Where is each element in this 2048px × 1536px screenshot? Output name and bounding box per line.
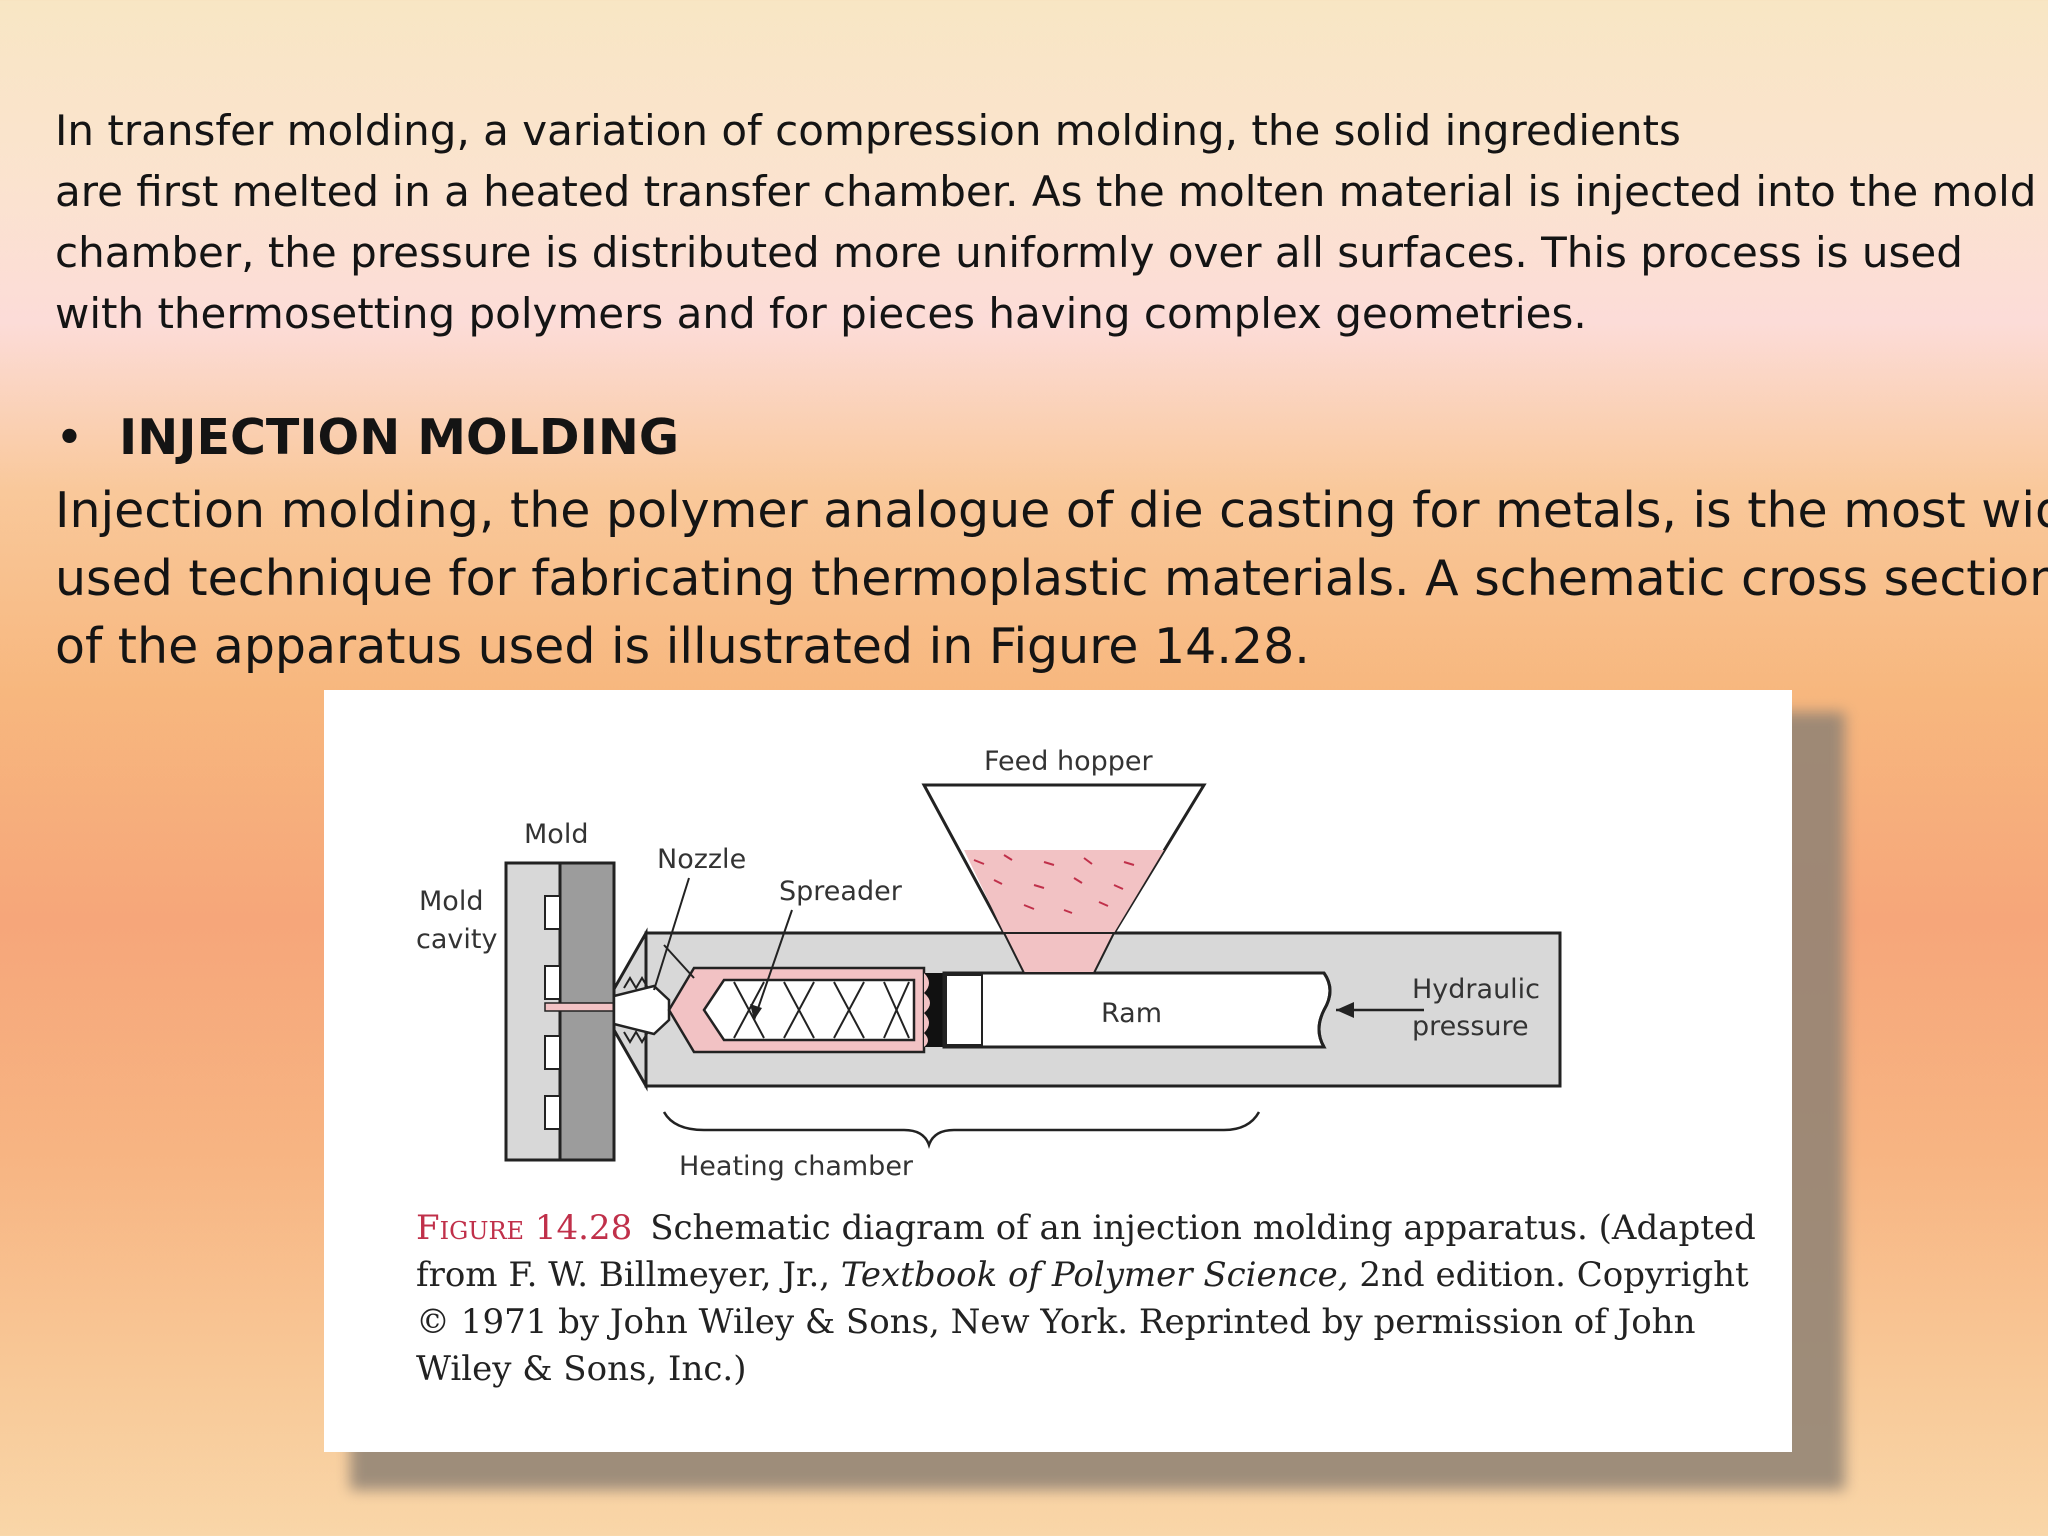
nozzle <box>612 984 671 1036</box>
intro-line: are first melted in a heated transfer ch… <box>55 167 2037 216</box>
intro-line: In transfer molding, a variation of comp… <box>55 106 1681 155</box>
hydraulic-arrow-head <box>1336 1002 1354 1018</box>
sprue-channel <box>544 1002 624 1012</box>
intro-line: chamber, the pressure is distributed mor… <box>55 228 1963 277</box>
nozzle-heater <box>623 976 649 990</box>
spreader-pattern <box>733 981 910 1039</box>
mold-cavity <box>544 1095 561 1130</box>
caption-text-1: Schematic diagram of an injection moldin… <box>416 1208 1756 1295</box>
label-heating-chamber: Heating chamber <box>679 1151 914 1182</box>
ram-break <box>1317 972 1332 1048</box>
label-spreader: Spreader <box>779 876 903 907</box>
mold-cavity <box>544 1035 561 1070</box>
label-feed-hopper: Feed hopper <box>984 746 1154 777</box>
mold-cavity <box>544 965 561 1000</box>
label-hydraulic-2: pressure <box>1412 1011 1529 1042</box>
label-mold: Mold <box>524 819 588 850</box>
body-line: of the apparatus used is illustrated in … <box>55 618 1310 675</box>
hopper-material <box>964 850 1164 933</box>
label-mold-cavity-2: cavity <box>416 924 497 955</box>
ram-face <box>945 974 983 1046</box>
heating-chamber-brace <box>662 1111 1261 1149</box>
label-nozzle: Nozzle <box>657 844 746 875</box>
hopper-granules <box>973 854 1135 914</box>
caption-book-title: Textbook of Polymer Science, <box>840 1255 1349 1295</box>
intro-paragraph: In transfer molding, a variation of comp… <box>55 100 2037 344</box>
mold-cavity-leader <box>663 944 695 979</box>
injection-molding-diagram: Feed hopper Mold Nozzle Spreader Mold ca… <box>416 746 1562 1182</box>
spreader-leader <box>753 909 793 1021</box>
intro-line: with thermosetting polymers and for piec… <box>55 289 1587 338</box>
body-paragraph: Injection molding, the polymer analogue … <box>55 477 2048 681</box>
body-line: used technique for fabricating thermopla… <box>55 550 2048 607</box>
bullet-icon: • <box>55 409 84 466</box>
caption-number: Figure 14.28 <box>416 1208 633 1248</box>
label-hydraulic-1: Hydraulic <box>1412 974 1540 1005</box>
label-mold-cavity-1: Mold <box>419 886 483 917</box>
granule-edge <box>924 973 930 1047</box>
spreader <box>702 978 916 1042</box>
body-line: Injection molding, the polymer analogue … <box>55 482 2048 539</box>
caption-text-2: 2nd edition. Copyright © 1971 by John Wi… <box>416 1255 1749 1389</box>
section-heading: • INJECTION MOLDING <box>55 408 679 468</box>
hopper-throat <box>1002 932 1116 974</box>
spreader-arrow <box>750 1004 762 1020</box>
nozzle-heater <box>623 1030 649 1044</box>
figure-panel: Feed hopper Mold Nozzle Spreader Mold ca… <box>324 690 1792 1452</box>
heading-text: INJECTION MOLDING <box>119 409 680 466</box>
granules <box>924 973 944 1047</box>
nozzle-leader <box>653 877 690 991</box>
label-ram: Ram <box>1101 998 1162 1029</box>
mold-cavity <box>544 895 561 930</box>
